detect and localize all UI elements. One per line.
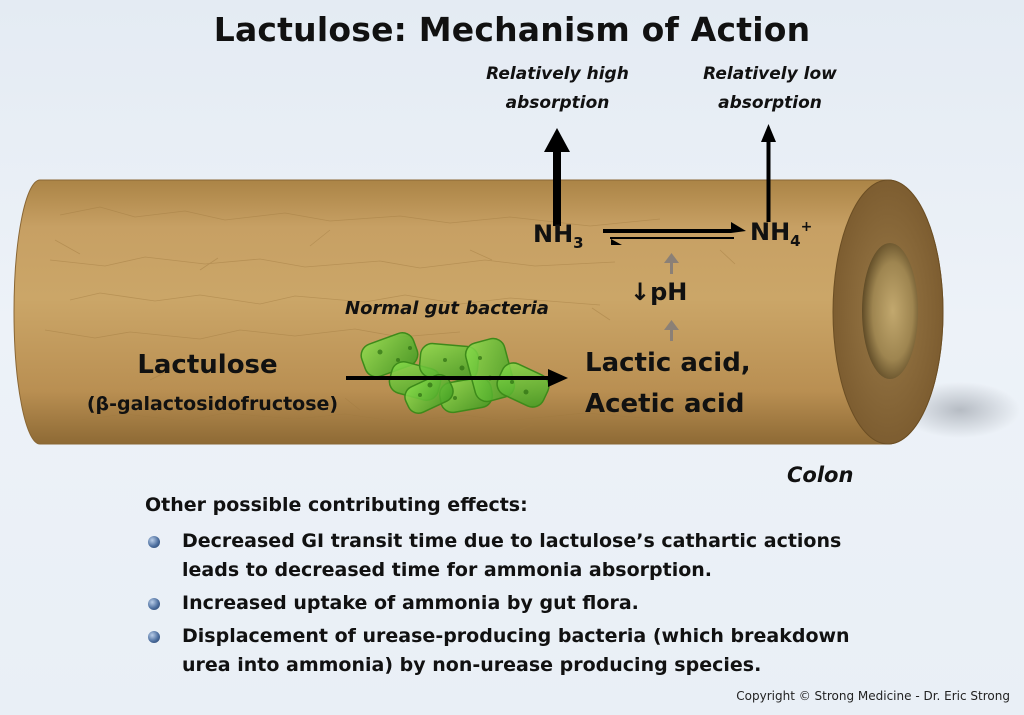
bullet-icon (148, 631, 160, 643)
down-arrow-icon: ↓ (630, 278, 651, 306)
tube-texture (44, 206, 736, 431)
tube-lumen (862, 243, 918, 379)
effects-list: Decreased GI transit time due to lactulo… (145, 527, 905, 684)
high-absorption-line1: Relatively high (486, 64, 629, 84)
ph-arrows (664, 253, 679, 341)
ammonium-label: NH4+ (750, 218, 812, 250)
low-absorption-line1: Relatively low (703, 64, 837, 84)
low-absorption-arrow-head (761, 124, 776, 142)
high-absorption-line2: absorption (505, 93, 610, 113)
list-item-line: Displacement of urease-producing bacteri… (182, 625, 850, 647)
list-item-line: leads to decreased time for ammonia abso… (182, 559, 713, 581)
equilibrium-arrows (603, 222, 746, 245)
copyright-notice: Copyright © Strong Medicine - Dr. Eric S… (736, 689, 1010, 703)
ammonia-base: NH (533, 220, 574, 248)
low-absorption-label: Relatively low absorption (685, 60, 855, 118)
high-absorption-arrow-head (544, 128, 570, 152)
lactulose-label: Lactulose (137, 350, 278, 380)
bacteria-label: Normal gut bacteria (345, 298, 549, 319)
list-item-line: Increased uptake of ammonia by gut flora… (182, 592, 639, 614)
effects-heading: Other possible contributing effects: (145, 494, 528, 516)
low-absorption-line2: absorption (718, 93, 822, 113)
ph-label: ↓pH (630, 278, 687, 306)
ammonia-subscript: 3 (573, 233, 584, 252)
ammonium-subscript: 4 (790, 231, 801, 250)
ammonium-charge: + (800, 219, 813, 235)
low-absorption-arrow-shaft (766, 138, 771, 222)
colon-label: Colon (787, 463, 854, 487)
list-item: Decreased GI transit time due to lactulo… (145, 527, 905, 585)
lactulose-arrow (346, 369, 568, 387)
lactic-acid-text: Lactic acid, (585, 348, 751, 378)
list-item: Displacement of urease-producing bacteri… (145, 622, 905, 680)
ph-text: pH (650, 278, 688, 306)
page-title: Lactulose: Mechanism of Action (213, 10, 811, 49)
list-item: Increased uptake of ammonia by gut flora… (145, 589, 905, 618)
high-absorption-arrow-shaft (553, 148, 561, 226)
list-item-line: urea into ammonia) by non-urease produci… (182, 654, 762, 676)
bullet-icon (148, 598, 160, 610)
gut-bacteria-cluster (360, 332, 550, 414)
acids-label: Lactic acid, Acetic acid (585, 343, 751, 425)
list-item-line: Decreased GI transit time due to lactulo… (182, 530, 842, 552)
high-absorption-label: Relatively high absorption (470, 60, 645, 118)
lactulose-chemical-name: (β-galactosidofructose) (86, 393, 339, 415)
absorption-arrows (544, 124, 776, 226)
acetic-acid-text: Acetic acid (585, 389, 745, 419)
ammonia-label: NH3 (533, 220, 584, 252)
bullet-icon (148, 536, 160, 548)
ammonium-base: NH (750, 218, 791, 246)
